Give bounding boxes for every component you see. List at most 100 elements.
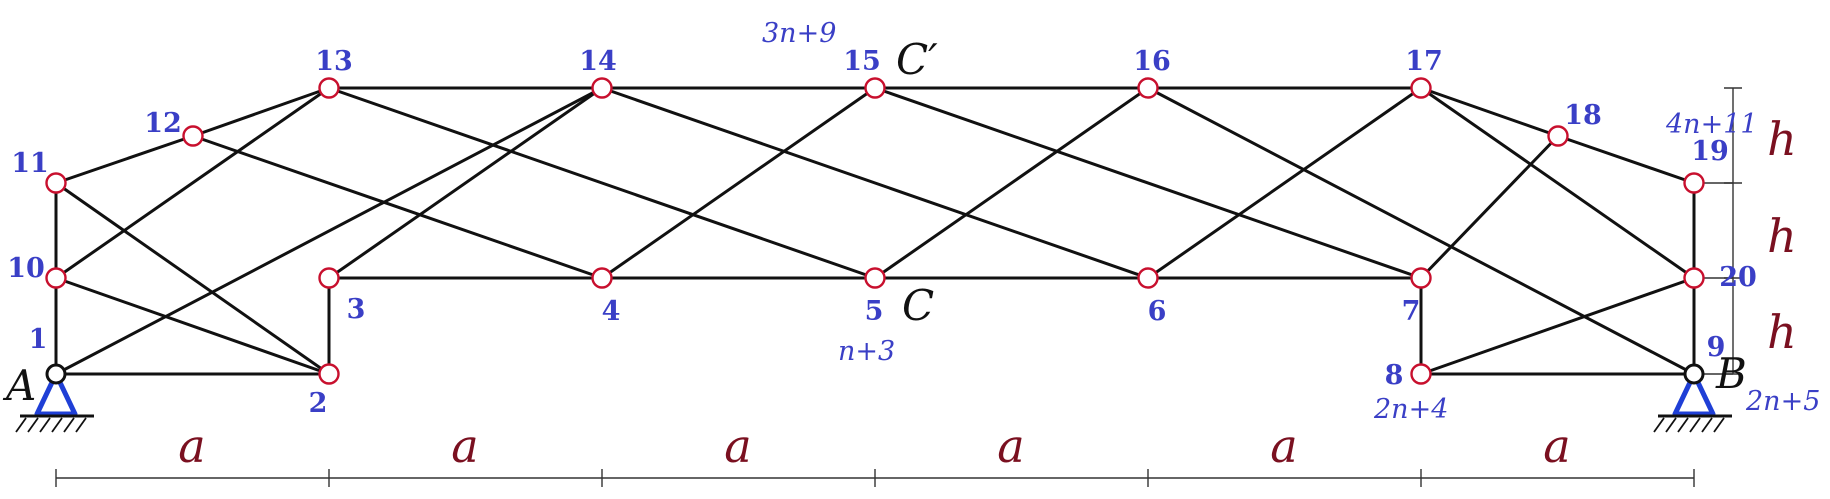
- node-13: [318, 77, 340, 99]
- dim-label-a-1: a: [178, 419, 205, 473]
- member-6-17: [1146, 86, 1423, 280]
- node-label-13: 13: [315, 46, 353, 77]
- member-1-14: [54, 86, 604, 376]
- formula-node-5: n+3: [838, 336, 895, 367]
- dim-label-a-4: a: [997, 419, 1024, 473]
- dim-label-h-2: h: [1767, 209, 1797, 263]
- node-label-6: 6: [1148, 296, 1167, 327]
- node-label-14: 14: [579, 46, 617, 77]
- node-label-18: 18: [1564, 100, 1602, 131]
- node-17: [1410, 77, 1432, 99]
- node-label-5: 5: [865, 296, 884, 327]
- node-label-15: 15: [843, 46, 881, 77]
- dim-label-a-6: a: [1543, 419, 1570, 473]
- node-2: [318, 363, 340, 385]
- hatch: [1677, 417, 1689, 433]
- formula-node-8: 2n+4: [1373, 394, 1448, 425]
- node-7: [1410, 267, 1432, 289]
- member-5-16: [873, 86, 1150, 280]
- node-label-9: 9: [1707, 332, 1726, 363]
- node-20: [1683, 267, 1705, 289]
- member-12-13: [191, 86, 331, 138]
- hatch: [15, 417, 27, 433]
- node-16: [1137, 77, 1159, 99]
- hatch: [1701, 417, 1713, 433]
- member-10-13: [54, 86, 331, 280]
- hatch: [1689, 417, 1701, 433]
- formula-node-19: 4n+11: [1665, 109, 1758, 140]
- node-12: [182, 125, 204, 147]
- dim-label-h-1: h: [1767, 112, 1797, 166]
- node-label-3: 3: [347, 294, 366, 325]
- supports: [15, 371, 1732, 433]
- hatch: [1653, 417, 1665, 433]
- formula-node-15: 3n+9: [762, 18, 836, 49]
- node-9: [1683, 363, 1705, 385]
- point-label-a: A: [2, 361, 36, 410]
- member-14-6: [600, 86, 1150, 280]
- node-label-11: 11: [11, 148, 49, 179]
- dimension-lines: [55, 87, 1742, 487]
- node-label-19: 19: [1691, 136, 1729, 167]
- dim-label-a-2: a: [451, 419, 478, 473]
- node-14: [591, 77, 613, 99]
- hatch: [1665, 417, 1677, 433]
- point-label-c: C: [902, 281, 934, 330]
- member-8-20: [1419, 276, 1696, 376]
- member-16-9: [1146, 86, 1696, 376]
- node-3: [318, 267, 340, 289]
- annotations: 3n+9 n+3 2n+4 2n+5 4n+11 A B C C′ a a a …: [2, 18, 1820, 473]
- node-label-12: 12: [144, 108, 182, 139]
- node-18: [1547, 125, 1569, 147]
- node-label-1: 1: [29, 324, 48, 355]
- node-11: [45, 172, 67, 194]
- node-label-10: 10: [7, 253, 45, 284]
- support-a-triangle: [34, 371, 78, 417]
- member-11-12: [54, 134, 195, 185]
- node-10: [45, 267, 67, 289]
- member-10-2: [54, 276, 331, 376]
- node-label-8: 8: [1385, 360, 1404, 391]
- dim-label-a-5: a: [1270, 419, 1297, 473]
- support-b: [1653, 371, 1732, 433]
- node-1: [45, 363, 67, 385]
- node-4: [591, 267, 613, 289]
- member-18-19: [1556, 134, 1696, 185]
- truss-nodes: [45, 77, 1705, 385]
- hatch: [27, 417, 39, 433]
- truss-members: [54, 86, 1696, 376]
- node-6: [1137, 267, 1159, 289]
- member-15-7: [873, 86, 1423, 280]
- support-b-triangle: [1672, 371, 1716, 417]
- node-19: [1683, 172, 1705, 194]
- member-7-18: [1419, 134, 1560, 280]
- member-12-4: [191, 134, 604, 280]
- node-label-2: 2: [309, 388, 328, 419]
- node-5: [864, 267, 886, 289]
- node-label-16: 16: [1133, 46, 1171, 77]
- member-13-5: [327, 86, 877, 280]
- node-label-17: 17: [1405, 46, 1443, 77]
- dim-label-a-3: a: [724, 419, 751, 473]
- formula-node-9: 2n+5: [1745, 386, 1820, 417]
- hatch: [51, 417, 63, 433]
- hatch: [75, 417, 87, 433]
- node-label-20: 20: [1719, 262, 1757, 293]
- point-label-b: B: [1715, 349, 1747, 398]
- node-label-4: 4: [602, 296, 621, 327]
- node-8: [1410, 363, 1432, 385]
- member-17-18: [1419, 86, 1560, 138]
- member-11-2: [54, 181, 331, 376]
- hatch: [1713, 417, 1725, 433]
- hatch: [39, 417, 51, 433]
- member-4-15: [600, 86, 877, 280]
- member-3-14: [327, 86, 604, 280]
- member-17-20: [1419, 86, 1696, 280]
- node-15: [864, 77, 886, 99]
- hatch: [63, 417, 75, 433]
- point-label-c-prime: C′: [896, 35, 938, 84]
- support-a: [15, 371, 94, 433]
- node-label-7: 7: [1402, 296, 1421, 327]
